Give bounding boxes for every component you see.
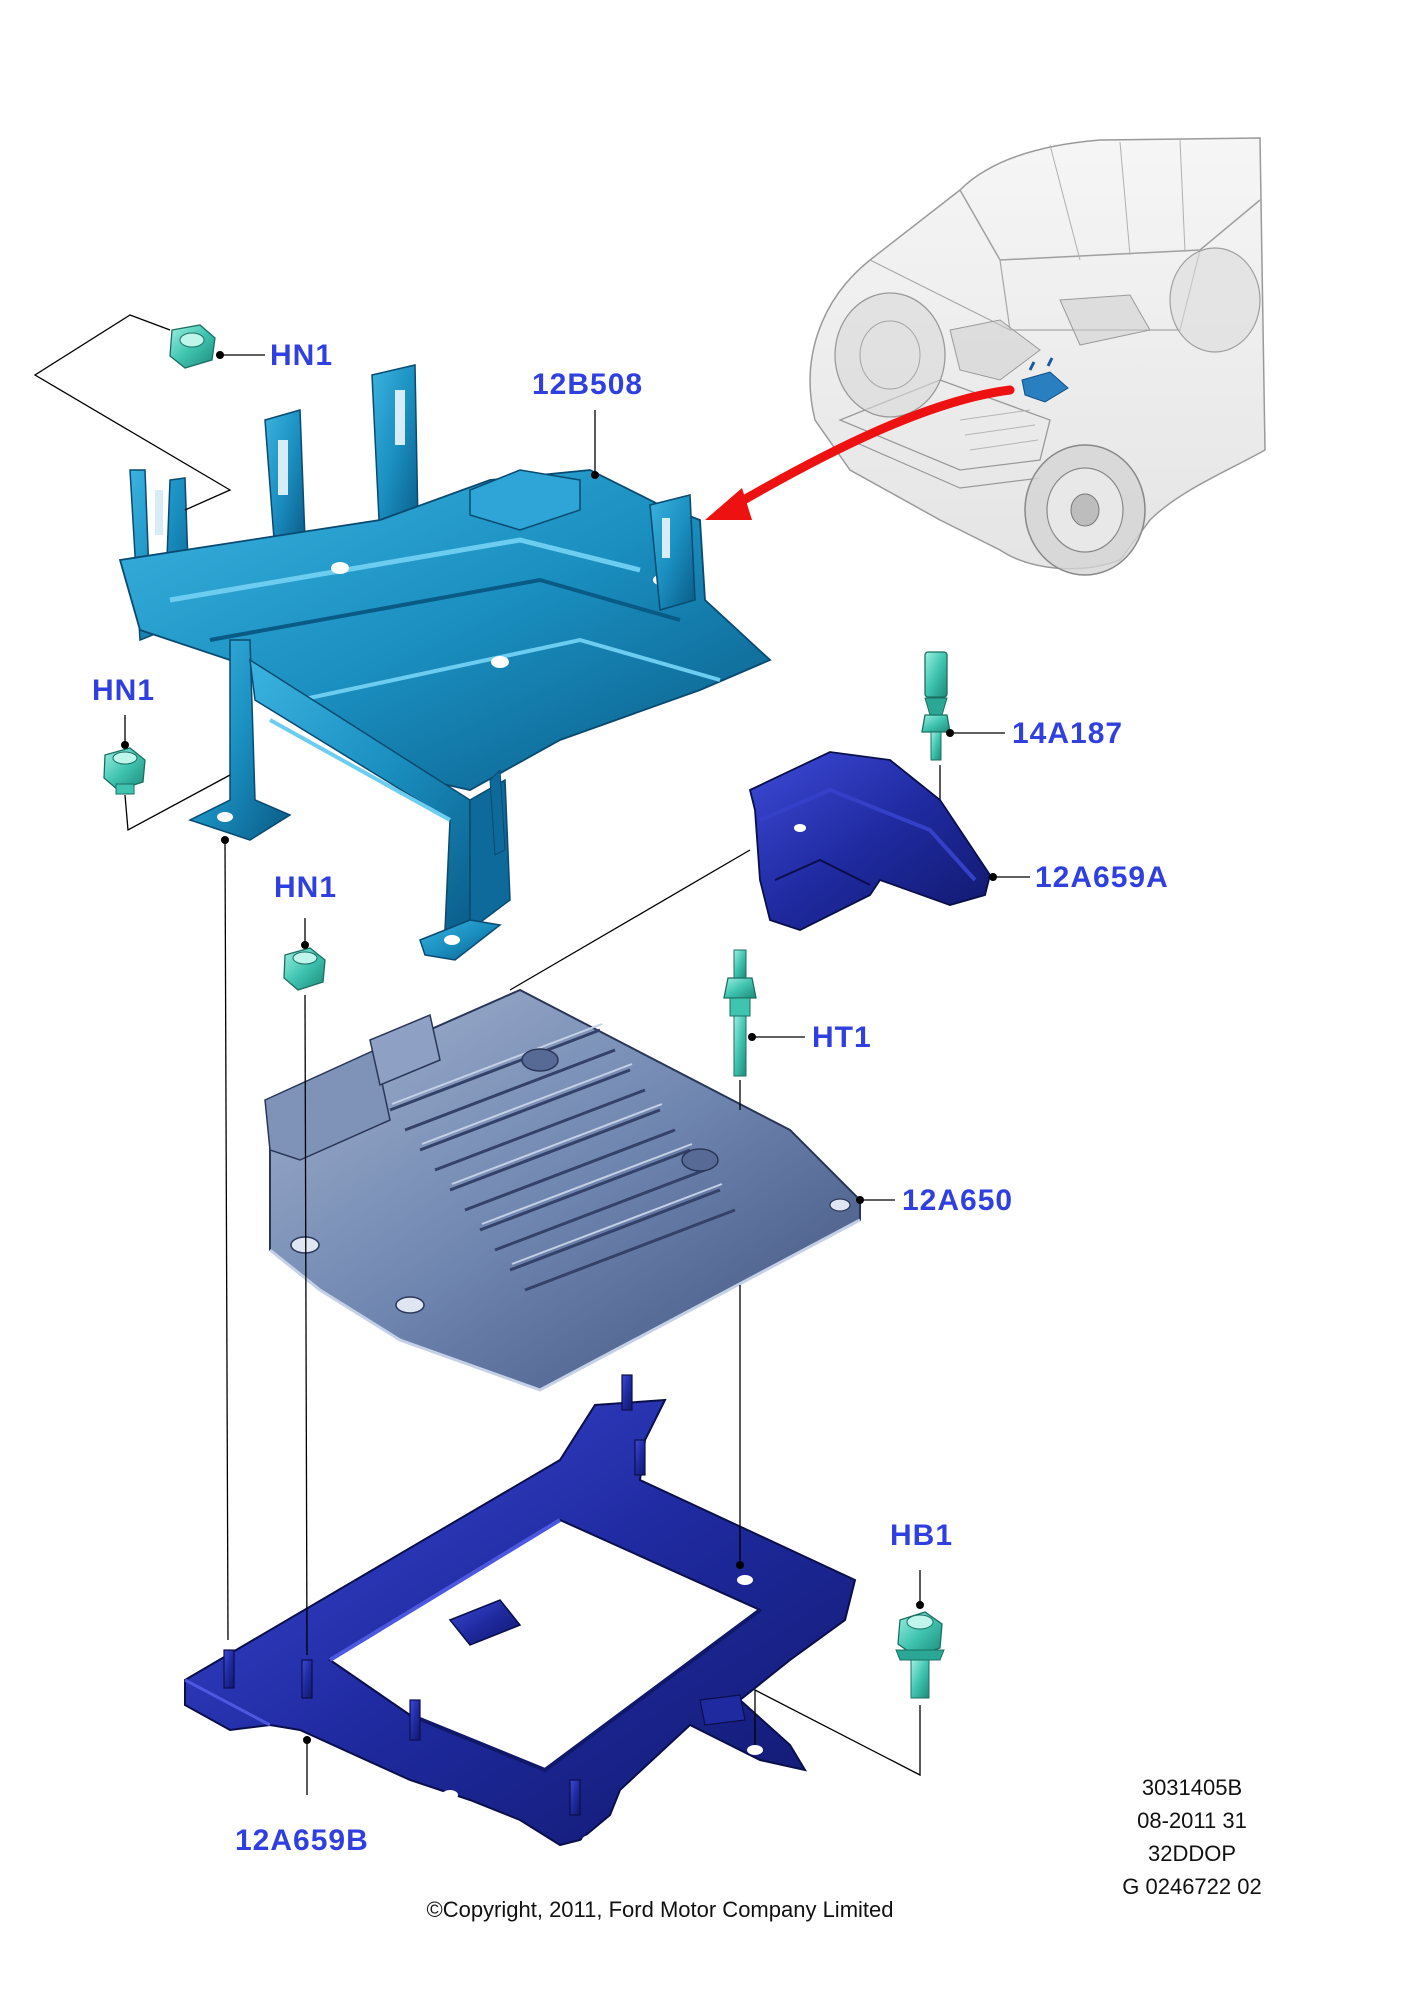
reference-line-1: 3031405B — [1142, 1775, 1242, 1800]
reference-line-2: 08-2011 31 — [1137, 1808, 1247, 1833]
label-hb1: HB1 — [890, 1519, 953, 1552]
label-12a650: 12A650 — [902, 1184, 1013, 1217]
label-ht1: HT1 — [812, 1021, 872, 1054]
label-hn1-middle: HN1 — [274, 871, 337, 904]
label-12b508: 12B508 — [532, 368, 643, 401]
label-12a659b: 12A659B — [235, 1824, 369, 1857]
nut-hn1-left — [103, 747, 146, 795]
vehicle-locator-image — [800, 137, 1266, 578]
label-hn1-top: HN1 — [270, 339, 333, 372]
leader-lines — [121, 351, 1030, 1795]
ecu-12a650 — [264, 988, 861, 1392]
stud-ht1 — [723, 949, 757, 1077]
bolt-hb1 — [895, 1611, 945, 1699]
bracket-12a659b — [184, 1374, 857, 1847]
cover-12a659a — [748, 751, 991, 931]
nut-hn1-middle — [283, 947, 326, 991]
module-location-marker — [1021, 357, 1069, 403]
location-arrow — [705, 385, 1015, 520]
stud-14a187 — [921, 651, 951, 761]
bracket-12b508 — [118, 364, 772, 961]
label-14a187: 14A187 — [1012, 717, 1123, 750]
reference-block: 3031405B 08-2011 31 32DDOP G 0246722 02 — [1122, 1775, 1261, 1899]
label-12a659a: 12A659A — [1035, 861, 1169, 894]
reference-line-4: G 0246722 02 — [1122, 1874, 1261, 1899]
copyright-notice: ©Copyright, 2011, Ford Motor Company Lim… — [426, 1897, 893, 1922]
nut-hn1-top — [169, 324, 216, 369]
label-hn1-left: HN1 — [92, 674, 155, 707]
reference-line-3: 32DDOP — [1148, 1841, 1236, 1866]
